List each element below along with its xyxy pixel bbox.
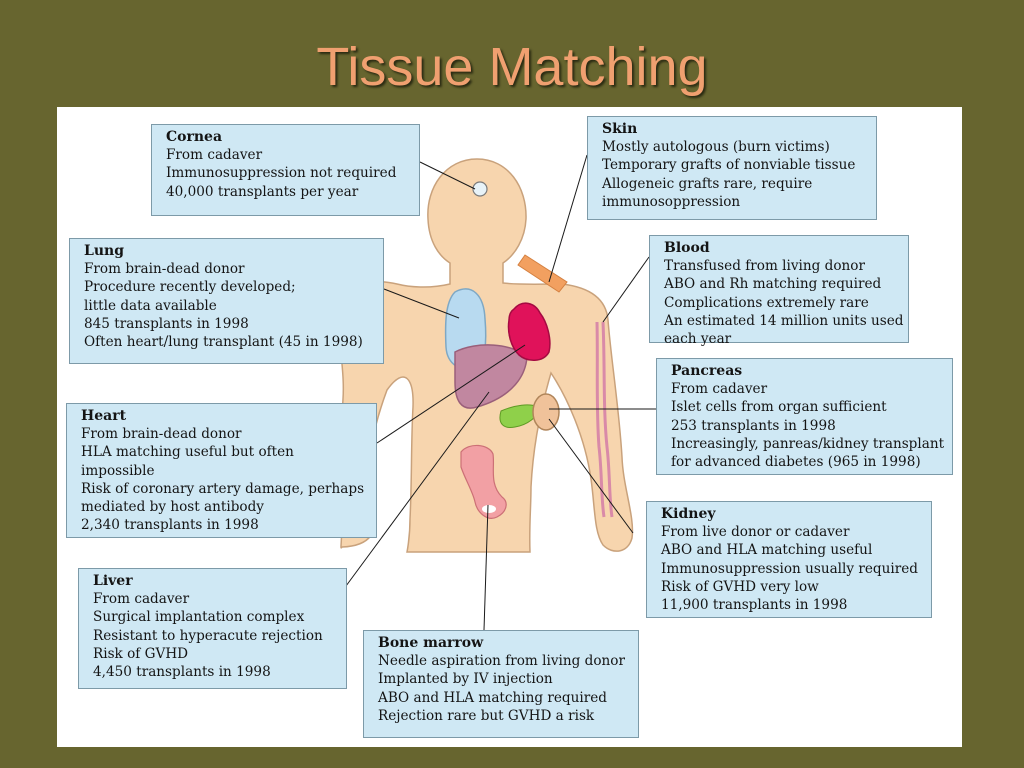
kidney-line: ABO and HLA matching useful: [661, 542, 873, 559]
liver-line: Resistant to hyperacute rejection: [93, 627, 323, 644]
lung-heading: Lung: [84, 243, 124, 259]
cornea-line: From cadaver: [166, 147, 263, 164]
lung-line: little data available: [84, 297, 217, 314]
kidney-box: Kidney From live donor or cadaver ABO an…: [646, 501, 932, 618]
heart-line: impossible: [81, 462, 155, 479]
liver-line: 4,450 transplants in 1998: [93, 664, 271, 681]
heart-line: From brain-dead donor: [81, 426, 242, 443]
kidney-organ: [532, 393, 560, 431]
cornea-line: Immunosuppression not required: [166, 165, 397, 182]
lung-line: From brain-dead donor: [84, 261, 245, 278]
skin-heading: Skin: [602, 121, 638, 137]
heart-organ: [507, 302, 551, 361]
lung-box: Lung From brain-dead donor Procedure rec…: [69, 238, 384, 364]
skin-box: Skin Mostly autologous (burn victims) Te…: [587, 116, 877, 220]
pancreas-line: Increasingly, panreas/kidney transplant: [671, 435, 945, 452]
blood-line: Transfused from living donor: [664, 258, 865, 275]
heart-line: Risk of coronary artery damage, perhaps: [81, 480, 365, 497]
cornea-heading: Cornea: [166, 129, 223, 145]
blood-heading: Blood: [664, 240, 710, 256]
pancreas-heading: Pancreas: [671, 363, 743, 379]
lung-line: Often heart/lung transplant (45 in 1998): [84, 334, 363, 351]
blood-box: Blood Transfused from living donor ABO a…: [649, 235, 909, 347]
bone-marrow-box: Bone marrow Needle aspiration from livin…: [363, 630, 639, 738]
kidney-line: Risk of GVHD very low: [661, 578, 819, 595]
anatomy-figure: Cornea From cadaver Immunosuppression no…: [57, 107, 962, 747]
heart-line: HLA matching useful but often: [81, 444, 294, 461]
lung-line: 845 transplants in 1998: [84, 315, 249, 332]
kidney-line: From live donor or cadaver: [661, 524, 850, 541]
leader-lines: [345, 154, 656, 631]
heart-box: Heart From brain-dead donor HLA matching…: [66, 403, 377, 538]
skin-line: immunosoppression: [602, 193, 741, 210]
pancreas-line: From cadaver: [671, 381, 768, 398]
skin-graft-patch: [517, 254, 568, 293]
skin-line: Temporary grafts of nonviable tissue: [602, 157, 856, 174]
liver-box: Liver From cadaver Surgical implantation…: [78, 568, 347, 689]
heart-line: mediated by host antibody: [81, 499, 264, 516]
skin-line: Allogeneic grafts rare, require: [602, 175, 813, 192]
cornea-box: Cornea From cadaver Immunosuppression no…: [151, 124, 420, 216]
blood-line: each year: [664, 331, 732, 348]
skin-line: Mostly autologous (burn victims): [602, 139, 830, 156]
kidney-line: 11,900 transplants in 1998: [661, 597, 848, 614]
liver-line: From cadaver: [93, 591, 190, 608]
bone-marrow-line: ABO and HLA matching required: [378, 689, 607, 706]
kidney-line: Immunosuppression usually required: [661, 560, 918, 577]
liver-organ: [454, 344, 528, 409]
cornea-line: 40,000 transplants per year: [166, 183, 359, 200]
pelvis-bone: [460, 444, 507, 519]
heart-heading: Heart: [81, 408, 127, 424]
kidney-heading: Kidney: [661, 506, 716, 522]
bone-marrow-line: Implanted by IV injection: [378, 671, 553, 688]
liver-heading: Liver: [93, 573, 133, 589]
slide-title: Tissue Matching: [316, 37, 708, 97]
blood-vessels: [595, 321, 614, 518]
liver-line: Risk of GVHD: [93, 645, 189, 662]
pancreas-box: Pancreas From cadaver Islet cells from o…: [656, 358, 953, 475]
blood-line: Complications extremely rare: [664, 294, 869, 311]
bone-marrow-line: Rejection rare but GVHD a risk: [378, 707, 595, 724]
bone-marrow-heading: Bone marrow: [378, 635, 484, 651]
cornea-eye: [472, 181, 488, 197]
bone-marrow-line: Needle aspiration from living donor: [378, 653, 625, 670]
pancreas-line: 253 transplants in 1998: [671, 417, 836, 434]
body-illustration: [337, 154, 656, 631]
blood-line: An estimated 14 million units used: [664, 312, 904, 329]
heart-line: 2,340 transplants in 1998: [81, 517, 259, 534]
lung-line: Procedure recently developed;: [84, 279, 296, 296]
blood-line: ABO and Rh matching required: [664, 276, 882, 293]
pancreas-organ: [499, 404, 540, 428]
liver-line: Surgical implantation complex: [93, 609, 305, 626]
pancreas-line: Islet cells from organ sufficient: [671, 399, 887, 416]
pancreas-line: for advanced diabetes (965 in 1998): [671, 454, 921, 471]
